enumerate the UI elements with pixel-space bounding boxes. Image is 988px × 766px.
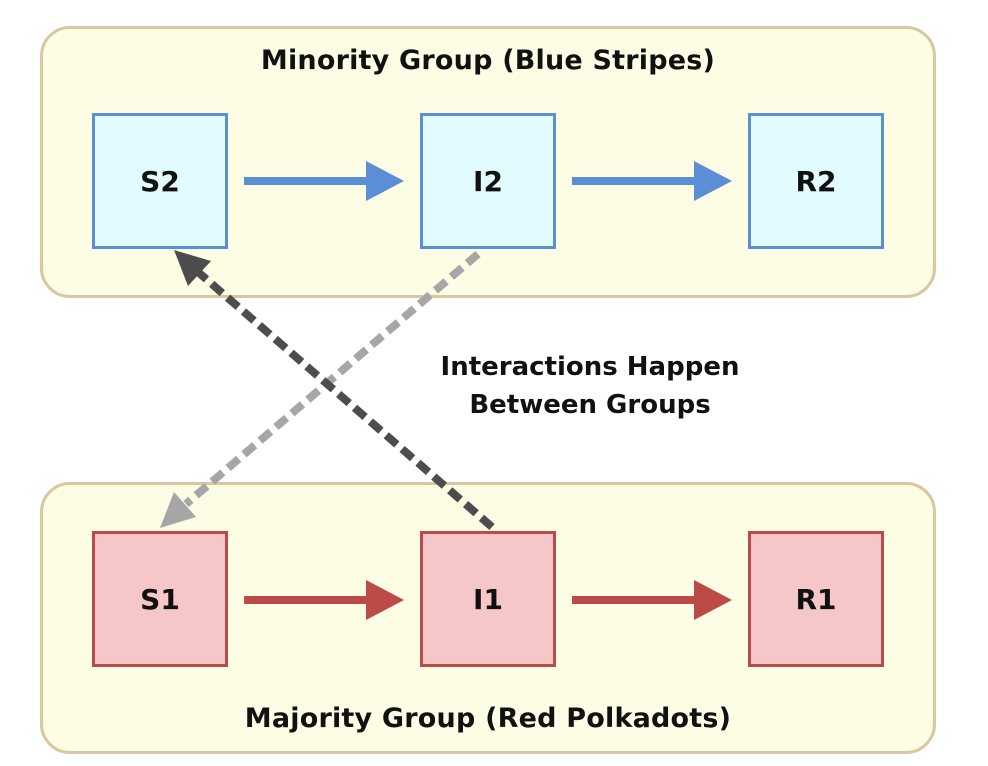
- state-r1-label: R1: [795, 582, 837, 616]
- minority-group-title: Minority Group (Blue Stripes): [260, 45, 716, 76]
- state-i2-label: I2: [473, 164, 503, 198]
- state-i1-label: I1: [473, 582, 503, 616]
- state-i2-box: I2: [420, 113, 556, 249]
- majority-group-title: Majority Group (Red Polkadots): [244, 703, 732, 734]
- state-i1-box: I1: [420, 531, 556, 667]
- state-s1-box: S1: [92, 531, 228, 667]
- interaction-label-line2: Between Groups: [469, 390, 711, 420]
- state-r2-box: R2: [748, 113, 884, 249]
- state-s2-box: S2: [92, 113, 228, 249]
- state-r1-box: R1: [748, 531, 884, 667]
- state-s1-label: S1: [140, 582, 180, 616]
- interaction-label: Interactions Happen Between Groups: [400, 348, 780, 424]
- state-s2-label: S2: [140, 164, 180, 198]
- state-r2-label: R2: [795, 164, 837, 198]
- interaction-label-line1: Interactions Happen: [440, 352, 740, 382]
